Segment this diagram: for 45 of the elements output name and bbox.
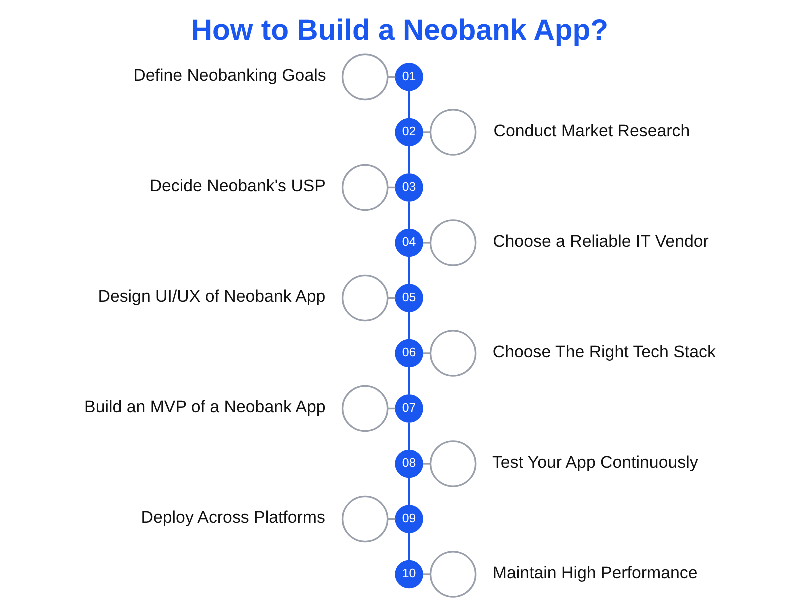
node-circle: 07 bbox=[395, 394, 424, 423]
connector bbox=[408, 91, 410, 119]
node-label: Choose The Right Tech Stack bbox=[492, 342, 716, 362]
node-circle bbox=[342, 385, 389, 432]
node-circle bbox=[430, 330, 477, 377]
node-circle: 06 bbox=[395, 339, 424, 368]
node-circle bbox=[430, 440, 477, 488]
connector bbox=[408, 478, 410, 506]
connector bbox=[408, 367, 410, 395]
node-circle: 10 bbox=[395, 560, 424, 589]
node-label: Define Neobanking Goals bbox=[134, 66, 326, 86]
connector bbox=[423, 574, 431, 576]
node-circle bbox=[342, 54, 389, 101]
node-circle bbox=[342, 496, 389, 543]
node-circle bbox=[430, 220, 477, 266]
node-label: Design UI/UX of Neobank App bbox=[98, 287, 326, 306]
node-circle: 08 bbox=[395, 450, 424, 478]
node-circle bbox=[342, 274, 389, 322]
node-circle bbox=[430, 551, 477, 598]
node-circle: 05 bbox=[395, 284, 424, 312]
node-label: Choose a Reliable IT Vendor bbox=[493, 232, 709, 251]
node-label: Decide Neobank's USP bbox=[150, 176, 326, 196]
node-circle: 03 bbox=[395, 174, 424, 202]
diagram-title: How to Build a Neobank App? bbox=[191, 14, 609, 47]
connector bbox=[408, 312, 410, 340]
connector bbox=[423, 242, 431, 244]
node-circle bbox=[342, 164, 389, 212]
node-circle bbox=[430, 109, 477, 156]
node-circle: 01 bbox=[395, 63, 424, 92]
connector bbox=[408, 256, 410, 284]
node-label: Maintain High Performance bbox=[492, 563, 698, 582]
node-circle: 04 bbox=[395, 228, 424, 258]
connector bbox=[408, 146, 410, 174]
connector bbox=[408, 422, 410, 450]
node-label: Conduct Market Research bbox=[494, 121, 690, 140]
node-label: Deploy Across Platforms bbox=[141, 508, 326, 528]
connector bbox=[423, 352, 431, 354]
connector bbox=[408, 202, 410, 230]
connector bbox=[423, 132, 431, 134]
node-circle: 02 bbox=[395, 118, 424, 147]
node-label: Build an MVP of a Neobank App bbox=[84, 398, 326, 417]
connector bbox=[408, 533, 410, 561]
node-circle: 09 bbox=[395, 505, 424, 534]
node-label: Test Your App Continuously bbox=[492, 452, 698, 472]
connector bbox=[423, 463, 431, 465]
